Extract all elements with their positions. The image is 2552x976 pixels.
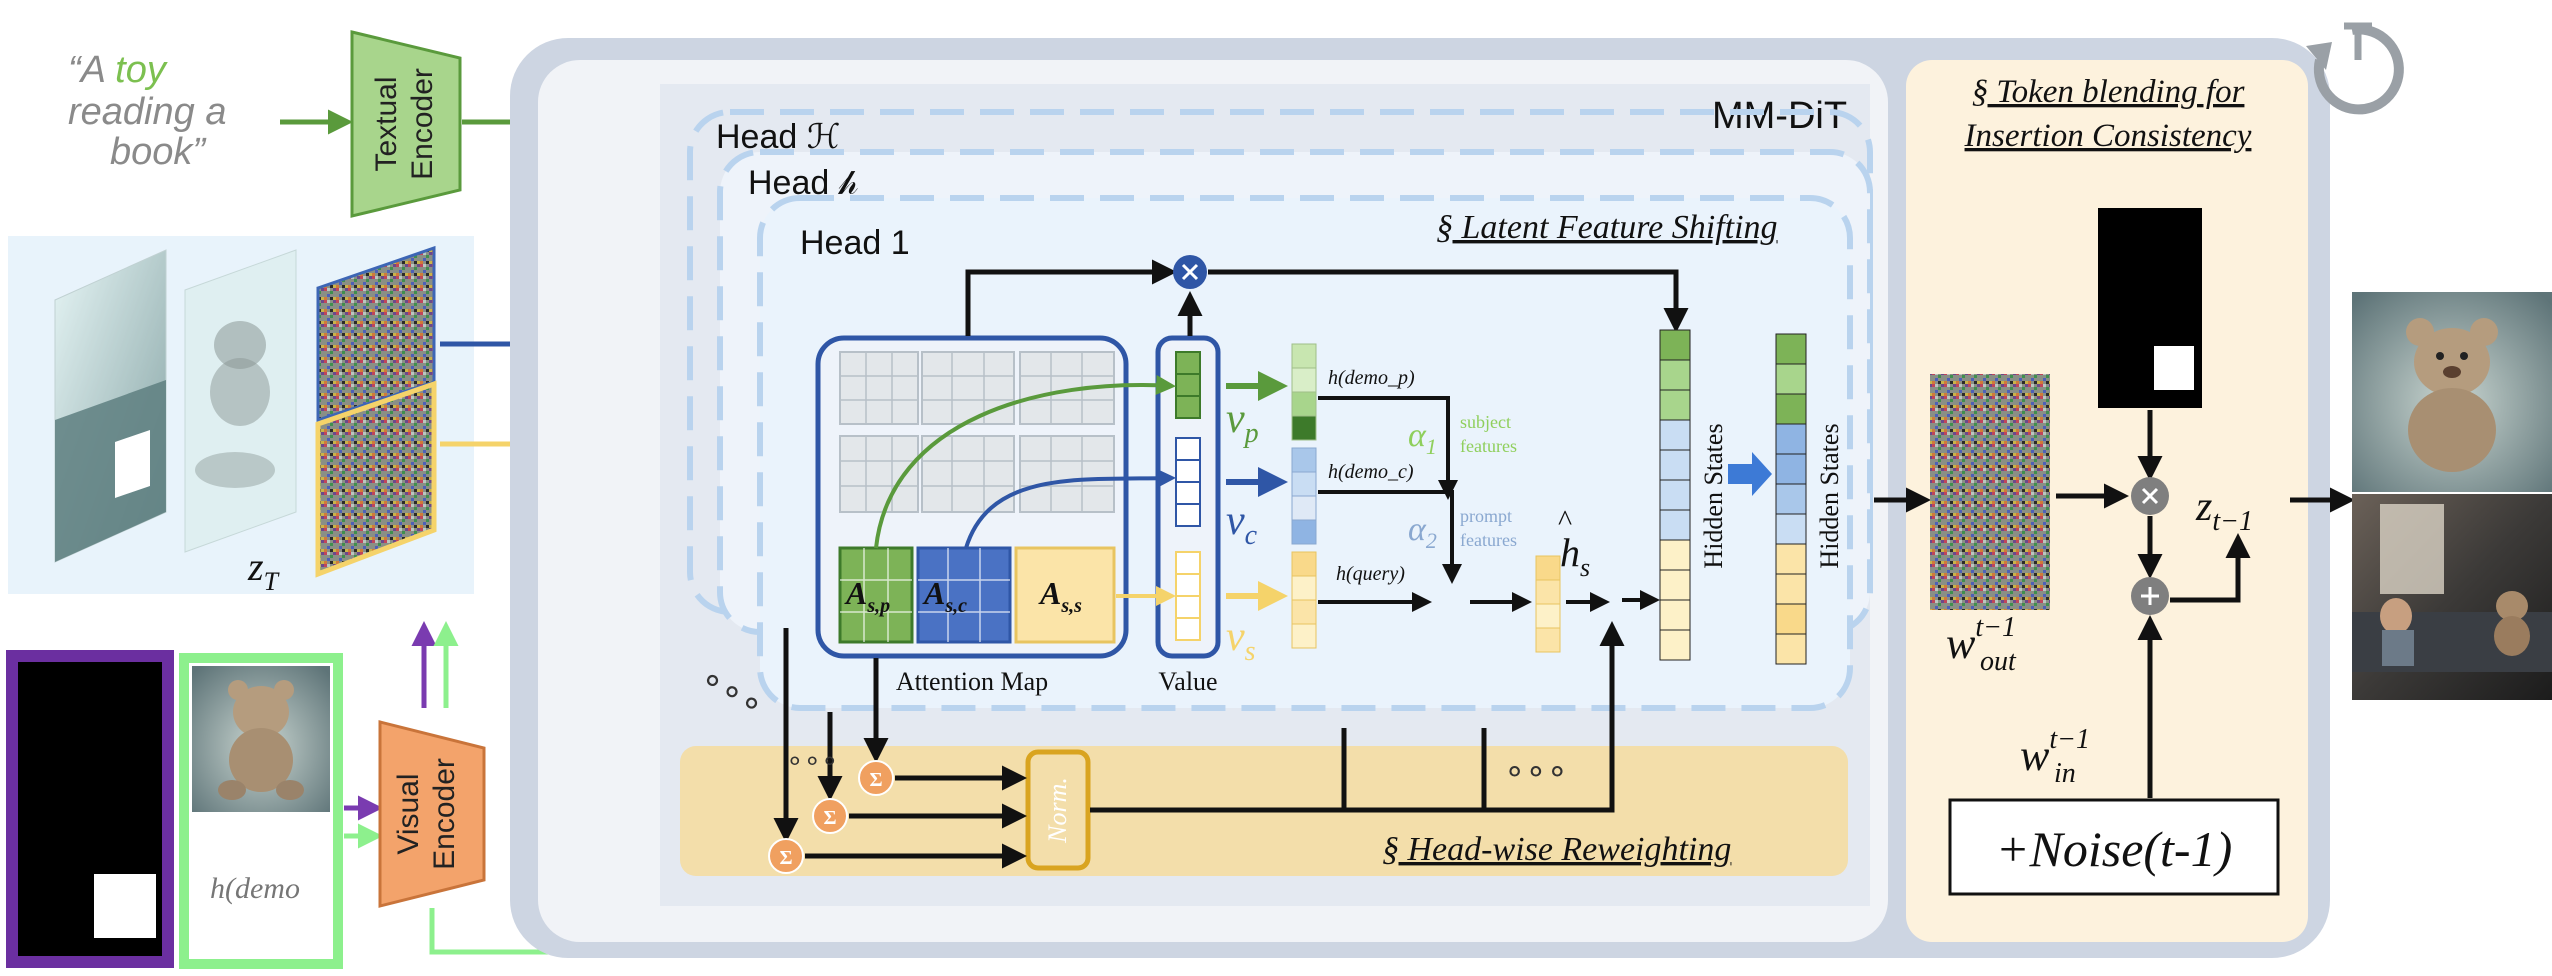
hidden-shift-arrow bbox=[1728, 452, 1772, 496]
demo-c-vector bbox=[1291, 447, 1317, 545]
mask-image bbox=[6, 650, 174, 968]
masked-latent bbox=[54, 249, 167, 563]
weight-node-3: Σ bbox=[768, 838, 804, 874]
demo-c-line bbox=[1318, 490, 1462, 584]
w-in-sub: in bbox=[2054, 758, 2076, 789]
alpha1-note-2: features bbox=[1460, 436, 1517, 456]
hidden-states-label-1: Hidden States bbox=[1699, 423, 1728, 568]
value-column bbox=[1155, 335, 1221, 659]
h-demo-p-label: h(demo_p) bbox=[1328, 367, 1415, 389]
reference-image: h(demo bbox=[179, 653, 343, 969]
head-1-label: Head 1 bbox=[800, 224, 910, 262]
vc-label: vc bbox=[1226, 498, 1258, 551]
norm-to-hs-line bbox=[1090, 621, 1625, 813]
noise-box bbox=[1948, 798, 2280, 896]
w-out-label: wt−1 bbox=[1946, 612, 2016, 668]
band-ellipsis-left: ∘∘∘ bbox=[786, 746, 839, 777]
multiply-node-top bbox=[1173, 255, 1207, 289]
attn-to-mult-line bbox=[965, 259, 1177, 336]
latent-shift-title: § Latent Feature Shifting bbox=[1436, 209, 1778, 246]
mult-to-hidden-arrow bbox=[1208, 269, 1689, 333]
add-node-blend bbox=[2131, 577, 2169, 615]
hidden-states-before bbox=[1659, 329, 1691, 661]
query-vector bbox=[1291, 551, 1317, 649]
head-wise-title: § Head-wise Reweighting bbox=[1382, 831, 1731, 868]
h-query-label: h(query) bbox=[1336, 563, 1405, 585]
z-t1-label: zt−1 bbox=[2195, 484, 2253, 537]
output-image-room bbox=[2352, 494, 2552, 700]
visual-encoder: Visual Encoder bbox=[378, 720, 486, 908]
band-ellipsis-right: ∘∘∘ bbox=[1504, 753, 1568, 790]
weight-node-2: Σ bbox=[812, 798, 848, 834]
norm-box bbox=[1025, 749, 1091, 871]
token-blend-title-1: § Token blending for bbox=[1972, 74, 2245, 110]
svg-text:Encoder: Encoder bbox=[428, 758, 461, 870]
hidden-states-label-2: Hidden States bbox=[1815, 423, 1844, 568]
value-label: Value bbox=[1158, 667, 1217, 696]
mmdit-title: MM-DiT bbox=[1712, 95, 1847, 137]
textual-encoder: Textual Encoder bbox=[350, 30, 462, 218]
w-out-latent bbox=[1930, 374, 2050, 610]
norm-label: Norm. bbox=[1043, 777, 1072, 844]
bear-latent bbox=[184, 249, 297, 553]
token-blend-title-2: Insertion Consistency bbox=[1964, 118, 2252, 154]
alpha2-label: α2 bbox=[1408, 511, 1437, 553]
vs-label: vs bbox=[1226, 614, 1256, 667]
svg-text:Σ: Σ bbox=[779, 847, 792, 869]
attention-map-label: Attention Map bbox=[896, 667, 1048, 696]
refresh-icon bbox=[2306, 22, 2404, 115]
h-demo-c-label: h(demo_c) bbox=[1328, 461, 1414, 483]
alpha2-note-1: prompt bbox=[1460, 506, 1512, 526]
asc-to-vc-curve bbox=[964, 468, 1176, 549]
svg-text:Encoder: Encoder bbox=[406, 68, 439, 180]
hidden-states-after bbox=[1775, 333, 1807, 665]
svg-text:Σ: Σ bbox=[869, 769, 882, 791]
multiply-node-blend bbox=[2131, 477, 2169, 515]
alpha1-note-1: subject bbox=[1460, 412, 1511, 432]
asp-to-vp-curve bbox=[874, 375, 1176, 549]
svg-text:As,s: As,s bbox=[1038, 575, 1082, 617]
noise-label: +Noise(t-1) bbox=[1996, 821, 2232, 877]
svg-text:book”: book” bbox=[110, 131, 207, 173]
noise-latent bbox=[315, 245, 437, 578]
w-in-label: wt−1 bbox=[2020, 724, 2090, 780]
w-out-sub: out bbox=[1980, 646, 2017, 677]
demo-p-line bbox=[1318, 396, 1458, 500]
hs-hat: ^ bbox=[1558, 504, 1572, 537]
output-image-bear bbox=[2352, 292, 2552, 492]
alpha1-label: α1 bbox=[1408, 417, 1437, 459]
svg-text:Textual: Textual bbox=[370, 76, 403, 171]
svg-text:Visual: Visual bbox=[392, 773, 425, 854]
svg-text:As,c: As,c bbox=[922, 575, 967, 617]
hs-label: hs bbox=[1560, 530, 1590, 582]
add-to-z-arrow bbox=[2170, 533, 2251, 603]
z-t-label: zT bbox=[247, 544, 280, 596]
vp-label: vp bbox=[1226, 396, 1259, 449]
svg-text:Σ: Σ bbox=[823, 807, 836, 829]
attention-map: As,p As,c As,s bbox=[815, 335, 1129, 659]
svg-text:h(demo: h(demo bbox=[210, 872, 300, 905]
svg-text:As,p: As,p bbox=[844, 575, 890, 617]
blend-mask bbox=[2098, 208, 2202, 408]
svg-text:“A toy: “A toy bbox=[68, 49, 168, 91]
demo-p-vector bbox=[1291, 343, 1317, 441]
svg-text:reading a: reading a bbox=[68, 91, 226, 133]
prompt-text: “A toy reading a book” bbox=[68, 49, 226, 173]
alpha2-note-2: features bbox=[1460, 530, 1517, 550]
weight-node-1: Σ bbox=[858, 760, 894, 796]
hs-vector bbox=[1535, 555, 1561, 653]
